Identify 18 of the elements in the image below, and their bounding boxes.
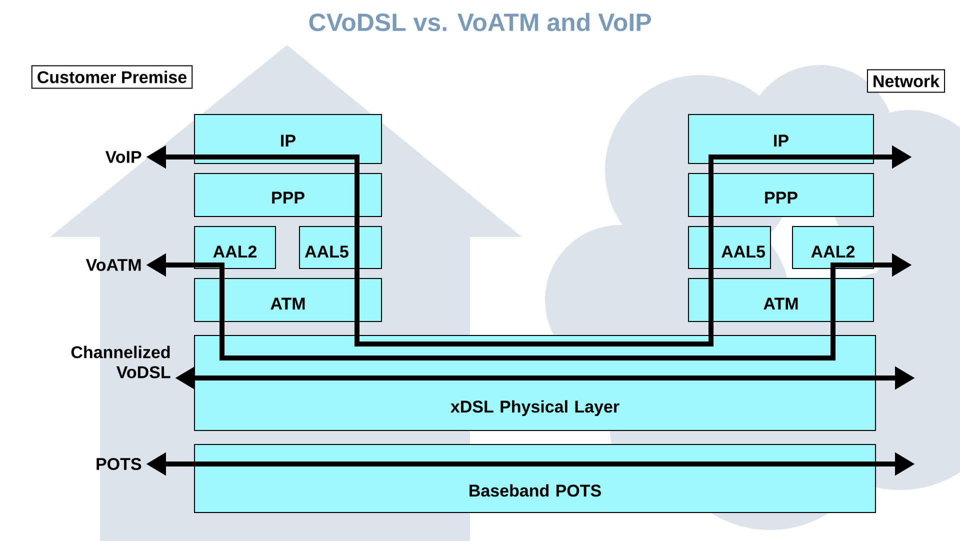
region-tag: Network: [866, 69, 946, 93]
layer-box: AAL2: [194, 226, 276, 269]
layer-box: IP: [194, 114, 382, 164]
layer-box: ATM: [688, 278, 874, 322]
layer-box: ATM: [194, 278, 382, 322]
layer-box: AAL5: [688, 226, 772, 269]
layer-box: PPP: [194, 173, 382, 217]
service-label: Channelized VoDSL: [71, 346, 170, 378]
layer-box: PPP: [688, 173, 874, 217]
layer-box: AAL2: [792, 226, 874, 269]
layer-box: IP: [688, 114, 874, 164]
service-label: VoIP: [105, 151, 142, 163]
service-label: VoATM: [86, 259, 141, 271]
region-tag: Customer Premise: [31, 65, 193, 89]
service-label: POTS: [96, 458, 142, 470]
title: CVoDSL vs. VoATM and VoIP: [309, 12, 651, 32]
layer-box: Baseband POTS: [194, 444, 876, 513]
layer-box: AAL5: [299, 226, 382, 269]
